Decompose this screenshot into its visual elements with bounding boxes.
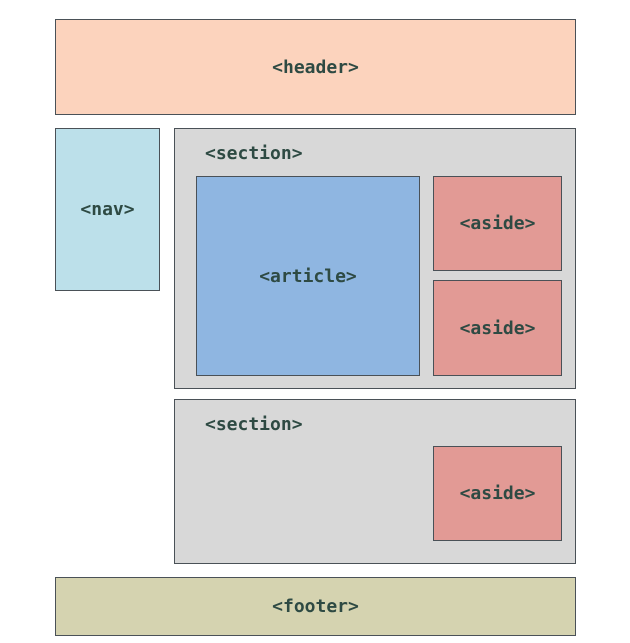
aside-block-top: <aside> xyxy=(433,176,562,271)
article-label: <article> xyxy=(259,265,357,287)
header-label: <header> xyxy=(272,56,359,78)
aside-middle-label: <aside> xyxy=(459,317,536,339)
footer-label: <footer> xyxy=(272,596,359,617)
footer-block: <footer> xyxy=(55,577,576,636)
nav-block: <nav> xyxy=(55,128,160,291)
header-block: <header> xyxy=(55,19,576,115)
aside-block-bottom: <aside> xyxy=(433,446,562,541)
aside-bottom-label: <aside> xyxy=(459,483,536,504)
section-bottom-label: <section> xyxy=(205,414,303,435)
section-top-label: <section> xyxy=(205,143,303,164)
nav-label: <nav> xyxy=(80,199,135,220)
aside-top-label: <aside> xyxy=(459,213,536,234)
article-block: <article> xyxy=(196,176,420,376)
aside-block-middle: <aside> xyxy=(433,280,562,376)
